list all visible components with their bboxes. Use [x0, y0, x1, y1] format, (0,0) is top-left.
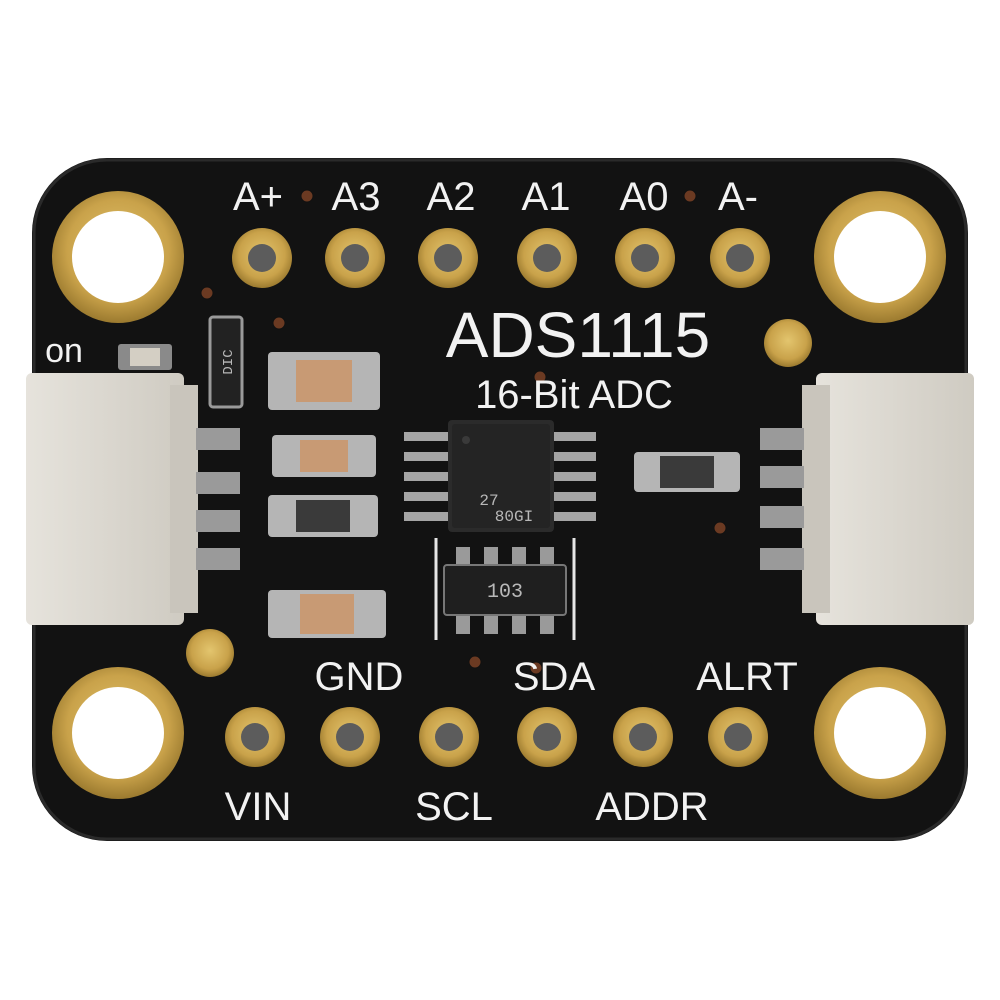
label-addr: ADDR	[595, 785, 708, 829]
pin-pad-a0	[615, 228, 675, 288]
pin-pad-vin	[225, 707, 285, 767]
pin-pad-gnd	[320, 707, 380, 767]
mounting-hole-top-right	[814, 191, 946, 323]
label-alrt: ALRT	[696, 655, 798, 699]
mounting-hole-top-left	[52, 191, 184, 323]
label-a0: A0	[620, 175, 669, 219]
pin-pad-scl	[419, 707, 479, 767]
label-a-minus: A-	[718, 175, 758, 219]
led-marking: DIC	[221, 349, 237, 374]
label-a-plus: A+	[233, 175, 283, 219]
top-pin-row	[232, 228, 770, 288]
pin-pad-sda	[517, 707, 577, 767]
adc-chip	[404, 420, 596, 532]
power-led-label: on	[45, 332, 83, 370]
capacitor-3	[268, 590, 386, 638]
chip-marking-line2: 80GI	[495, 508, 533, 526]
capacitor-2	[272, 435, 376, 477]
pin-pad-a1	[517, 228, 577, 288]
chip-marking-line1: 27	[479, 492, 498, 510]
label-a3: A3	[332, 175, 381, 219]
board-title: ADS1115	[446, 299, 710, 371]
pin-pad-alrt	[708, 707, 768, 767]
bottom-pin-row	[225, 707, 768, 767]
label-a2: A2	[427, 175, 476, 219]
label-sda: SDA	[513, 655, 596, 699]
label-gnd: GND	[315, 655, 404, 699]
power-led	[118, 344, 172, 370]
label-scl: SCL	[415, 785, 493, 829]
label-vin: VIN	[225, 785, 292, 829]
pin-pad-addr	[613, 707, 673, 767]
pin-pad-a3	[325, 228, 385, 288]
silkscreen-outline	[434, 538, 576, 640]
resistor-array-marking: 103	[487, 581, 523, 604]
label-a1: A1	[522, 175, 571, 219]
mounting-hole-bottom-right	[814, 667, 946, 799]
pin-pad-a-plus	[232, 228, 292, 288]
stemma-connector-left	[26, 373, 240, 625]
stemma-connector-right	[760, 373, 974, 625]
vias	[200, 189, 727, 675]
pin-pad-a-minus	[710, 228, 770, 288]
board-subtitle: 16-Bit ADC	[475, 373, 673, 417]
resistor-array	[443, 547, 567, 634]
fiducial-left	[186, 629, 234, 677]
resistor-1	[268, 495, 378, 537]
pin-pad-a2	[418, 228, 478, 288]
resistor-2	[634, 452, 740, 492]
led-resistor	[208, 315, 244, 409]
fiducial-right	[764, 319, 812, 367]
capacitor-1	[268, 352, 380, 410]
mounting-hole-bottom-left	[52, 667, 184, 799]
